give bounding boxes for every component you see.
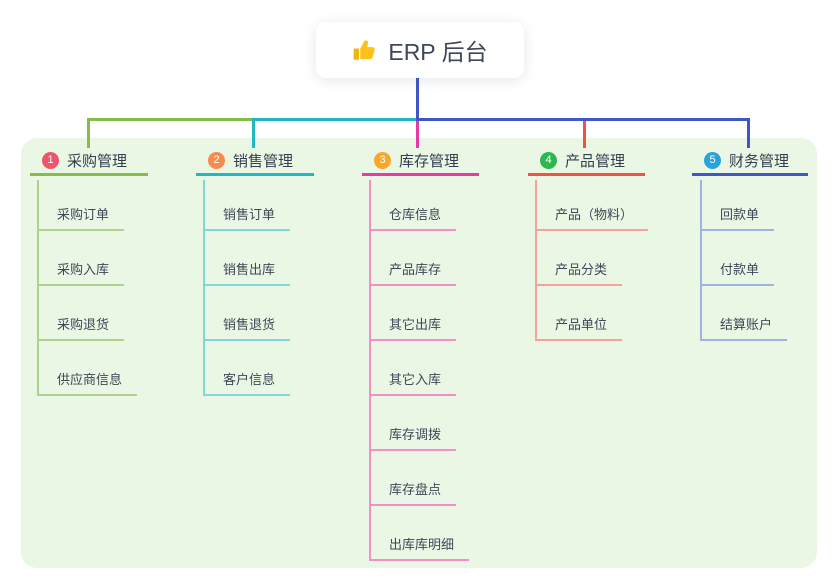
- connector-drop-inventory: [416, 121, 419, 148]
- badge-2-icon: 2: [208, 152, 225, 169]
- branch-rail-product: [535, 180, 537, 341]
- mindmap-node[interactable]: 库存调拨: [369, 426, 457, 451]
- branch-header-purchase[interactable]: 1 采购管理: [30, 148, 148, 176]
- mindmap-node[interactable]: 产品单位: [535, 316, 623, 341]
- mindmap-node[interactable]: 产品（物料）: [535, 206, 649, 231]
- badge-3-icon: 3: [374, 152, 391, 169]
- connector-drop-product: [583, 121, 586, 148]
- mindmap-node[interactable]: 销售订单: [203, 206, 291, 231]
- branch-header-product[interactable]: 4 产品管理: [528, 148, 645, 176]
- mindmap-node[interactable]: 产品分类: [535, 261, 623, 286]
- mindmap-node[interactable]: 采购订单: [37, 206, 125, 231]
- mindmap-node[interactable]: 销售退货: [203, 316, 291, 341]
- connector-drop-sales: [252, 118, 255, 148]
- mindmap-node[interactable]: 销售出库: [203, 261, 291, 286]
- mindmap-panel: [21, 138, 817, 568]
- branch-rail-sales: [203, 180, 205, 396]
- badge-4-icon: 4: [540, 152, 557, 169]
- mindmap-node[interactable]: 付款单: [700, 261, 775, 286]
- connector-drop-finance: [747, 118, 750, 148]
- branch-header-finance[interactable]: 5 财务管理: [692, 148, 808, 176]
- connector-root-drop: [416, 78, 419, 121]
- branch-header-sales[interactable]: 2 销售管理: [196, 148, 314, 176]
- connector-bus-blue: [416, 118, 750, 121]
- badge-1-icon: 1: [42, 152, 59, 169]
- mindmap-node[interactable]: 仓库信息: [369, 206, 457, 231]
- branch-label: 销售管理: [233, 153, 294, 170]
- branch-rail-inventory: [369, 180, 371, 561]
- root-node-erp[interactable]: ERP 后台: [316, 22, 524, 78]
- branch-label: 采购管理: [67, 153, 128, 170]
- mindmap-node[interactable]: 采购退货: [37, 316, 125, 341]
- badge-5-icon: 5: [704, 152, 721, 169]
- branch-label: 产品管理: [565, 153, 626, 170]
- mindmap-node[interactable]: 采购入库: [37, 261, 125, 286]
- mindmap-node[interactable]: 产品库存: [369, 261, 457, 286]
- mindmap-node[interactable]: 其它出库: [369, 316, 457, 341]
- thumbs-up-icon: [353, 40, 376, 60]
- branch-header-inventory[interactable]: 3 库存管理: [362, 148, 479, 176]
- branch-rail-purchase: [37, 180, 39, 396]
- connector-bus-cyan: [252, 118, 418, 121]
- mindmap-node[interactable]: 出库库明细: [369, 536, 470, 561]
- mindmap-node[interactable]: 库存盘点: [369, 481, 457, 506]
- branch-label: 库存管理: [399, 153, 460, 170]
- mindmap-node[interactable]: 其它入库: [369, 371, 457, 396]
- branch-label: 财务管理: [729, 153, 790, 170]
- mindmap-node[interactable]: 结算账户: [700, 316, 788, 341]
- branch-rail-finance: [700, 180, 702, 341]
- mindmap-node[interactable]: 回款单: [700, 206, 775, 231]
- root-node-label: ERP 后台: [388, 39, 488, 65]
- connector-drop-purchase: [87, 118, 90, 148]
- mindmap-node[interactable]: 供应商信息: [37, 371, 138, 396]
- mindmap-node[interactable]: 客户信息: [203, 371, 291, 396]
